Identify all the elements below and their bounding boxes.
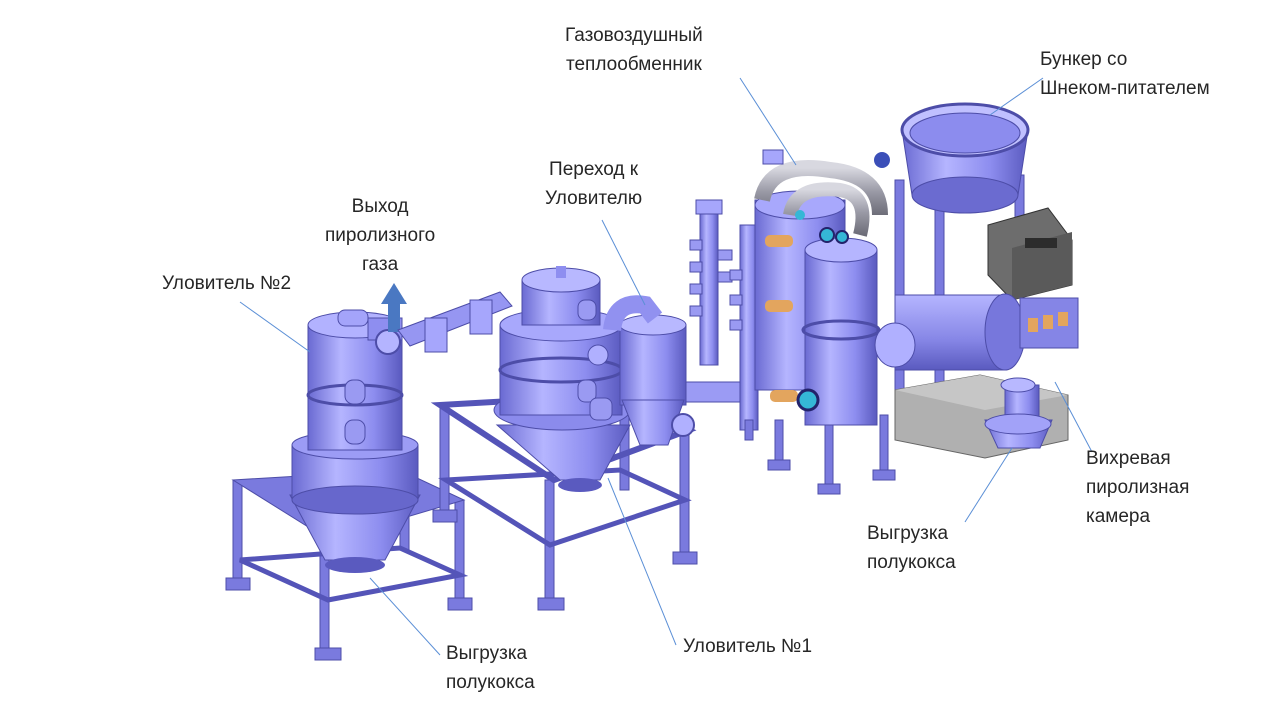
- leader-vortex: [1054, 381, 1093, 453]
- leader-heat-exchanger: [739, 77, 797, 166]
- label-vortex-chamber-line2: пиролизная: [1086, 477, 1190, 498]
- label-gas-outlet-line2: пиролизного: [325, 225, 436, 246]
- label-char-unload-left-line1: Выгрузка: [446, 643, 528, 664]
- heat-exchanger-equipment: [689, 149, 896, 495]
- connecting-pipe: [397, 291, 513, 353]
- label-gas-outlet: Выход пиролизного газа: [325, 192, 435, 279]
- label-transition-line2: Уловителю: [545, 188, 643, 209]
- label-char-unload-right-line1: Выгрузка: [867, 523, 949, 544]
- gas-outlet-arrow: [381, 283, 407, 332]
- vortex-chamber-equipment: [874, 207, 1079, 459]
- label-gas-outlet-line1: Выход: [351, 196, 409, 217]
- leader-char-right: [964, 447, 1013, 523]
- label-trap1-line1: Уловитель №1: [683, 636, 813, 657]
- leader-transition: [601, 219, 646, 306]
- label-vortex-chamber-line3: камера: [1086, 506, 1151, 527]
- label-transition-line1: Переход к: [549, 159, 639, 180]
- label-vortex-chamber-line1: Вихревая: [1086, 448, 1171, 469]
- trap-2-equipment: [225, 309, 473, 661]
- label-heat-exchanger-line1: Газовоздушный: [565, 25, 703, 46]
- leader-lines: [239, 77, 1093, 656]
- label-bunker-line2: Шнеком-питателем: [1040, 78, 1210, 99]
- label-char-unload-left-line2: полукокса: [446, 672, 535, 693]
- label-char-unload-right-line2: полукокса: [867, 552, 956, 573]
- label-trap2: Уловитель №2: [162, 269, 291, 298]
- leader-trap1: [607, 477, 677, 646]
- label-char-unload-right: Выгрузка полукокса: [867, 519, 956, 577]
- trap-1-equipment: [430, 266, 757, 611]
- leader-bunker: [989, 77, 1044, 116]
- label-gas-outlet-line3: газа: [362, 254, 399, 275]
- label-bunker: Бункер со Шнеком-питателем: [1040, 45, 1210, 103]
- leader-trap2: [239, 301, 311, 353]
- label-bunker-line1: Бункер со: [1040, 49, 1128, 70]
- label-heat-exchanger: Газовоздушный теплообменник: [565, 21, 703, 79]
- label-vortex-chamber: Вихревая пиролизная камера: [1086, 444, 1189, 531]
- bunker-equipment: [874, 102, 1030, 391]
- label-transition: Переход к Уловителю: [545, 155, 642, 213]
- label-trap1: Уловитель №1: [683, 632, 812, 661]
- label-heat-exchanger-line2: теплообменник: [565, 54, 702, 75]
- leader-char-left: [369, 577, 441, 656]
- label-trap2-line1: Уловитель №2: [162, 273, 292, 294]
- label-char-unload-left: Выгрузка полукокса: [446, 639, 535, 697]
